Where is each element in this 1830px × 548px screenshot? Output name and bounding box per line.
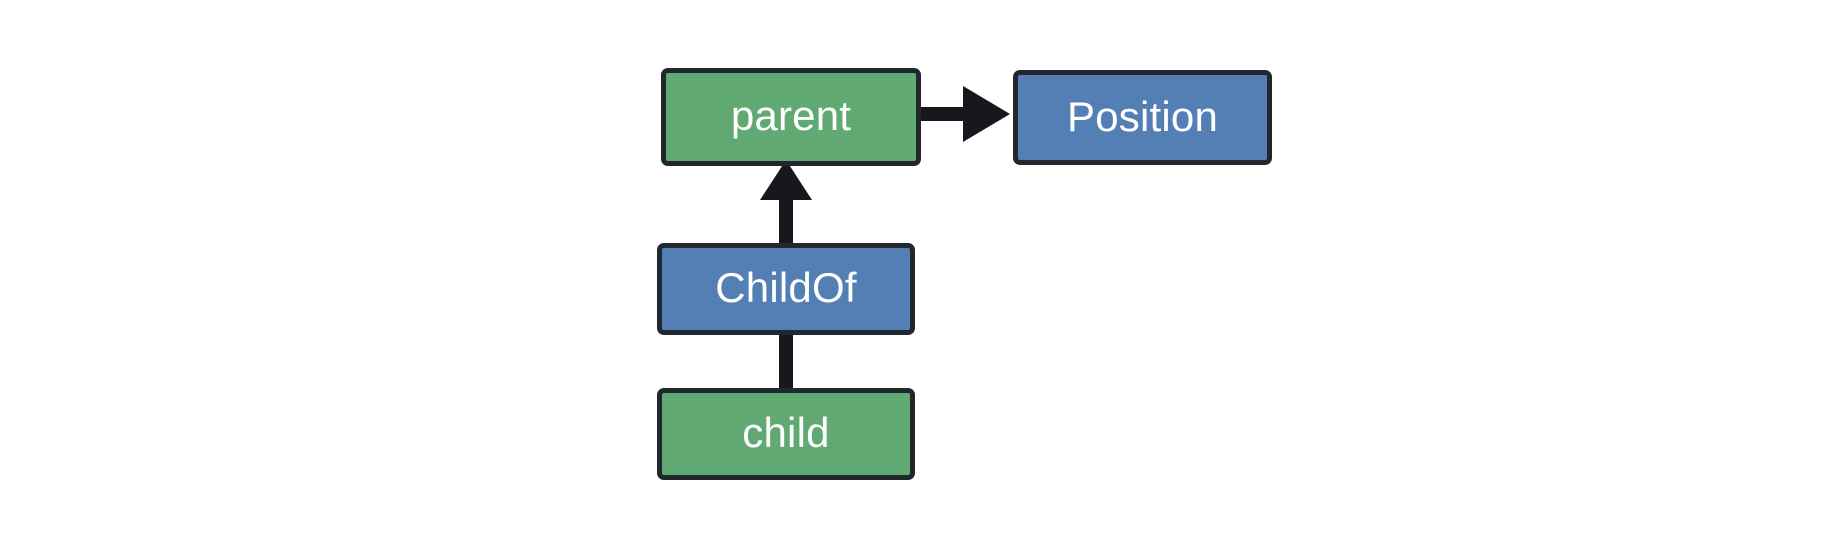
node-position-label: Position <box>1066 92 1219 140</box>
node-parent[interactable]: parent <box>661 68 921 166</box>
node-childof-label: ChildOf <box>715 264 857 311</box>
node-childof[interactable]: ChildOf <box>657 243 915 335</box>
node-child[interactable]: child <box>657 388 915 480</box>
edge-child-to-childof <box>779 333 793 390</box>
node-position[interactable]: Position <box>1013 70 1272 165</box>
edge-parent-to-position <box>917 86 1010 142</box>
node-child-label: child <box>742 409 830 456</box>
edge-childof-to-parent <box>760 160 812 246</box>
node-parent-label: parent <box>730 92 852 139</box>
